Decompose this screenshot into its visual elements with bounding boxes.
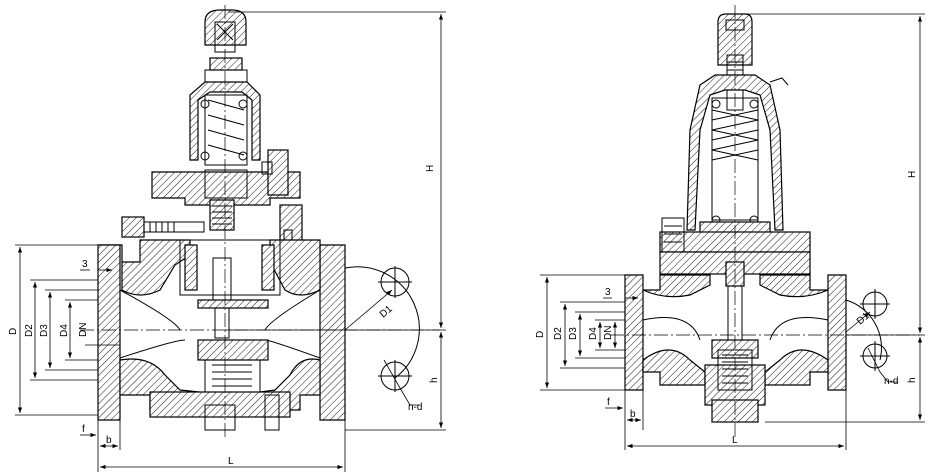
left-label-n-d: n-d <box>408 402 422 413</box>
right-label-h: h <box>907 377 918 383</box>
right-label-n-d: n-d <box>884 376 898 387</box>
right-label-H: H <box>907 171 918 178</box>
left-valve-body <box>97 239 346 431</box>
left-cap <box>204 9 248 83</box>
left-label-D1: D1 <box>378 303 395 320</box>
left-label-D3: D3 <box>39 324 50 337</box>
right-label-L: L <box>732 435 738 446</box>
left-dimension-labels: H h L D D2 D3 D4 DN D1 n-d 3 f b <box>8 165 440 467</box>
right-dimensions <box>540 13 925 450</box>
right-label-f: f <box>607 397 610 408</box>
right-label-b: b <box>630 409 636 420</box>
left-mid-flange <box>151 149 301 231</box>
left-valve-view: H h L D D2 D3 D4 DN D1 n-d 3 f b <box>8 5 446 472</box>
right-label-D: D <box>535 331 546 338</box>
right-label-3: 3 <box>605 287 611 298</box>
left-label-L: L <box>228 456 234 467</box>
right-valve-body <box>624 274 847 423</box>
left-dimensions <box>15 11 446 472</box>
right-valve-view: H h L D D2 D3 D4 DN D1 n-d 3 f b <box>535 5 925 450</box>
left-label-3: 3 <box>82 259 88 270</box>
left-label-D: D <box>8 328 19 335</box>
left-label-h: h <box>429 377 440 383</box>
left-label-D4: D4 <box>59 324 70 337</box>
right-label-DN: DN <box>603 326 614 340</box>
right-flange-bolts <box>845 289 898 383</box>
right-label-D3: D3 <box>568 327 579 340</box>
left-flange-bolts <box>344 266 420 406</box>
left-bonnet <box>189 81 261 166</box>
left-label-H: H <box>425 165 436 172</box>
right-label-D4: D4 <box>588 327 599 340</box>
right-label-D2: D2 <box>553 327 564 340</box>
left-label-D2: D2 <box>24 324 35 337</box>
right-bonnet <box>686 74 789 235</box>
right-dimension-labels: H h L D D2 D3 D4 DN D1 n-d 3 f b <box>535 171 918 446</box>
left-label-f: f <box>82 424 85 435</box>
left-label-DN: DN <box>78 323 89 337</box>
left-label-b: b <box>106 435 112 446</box>
